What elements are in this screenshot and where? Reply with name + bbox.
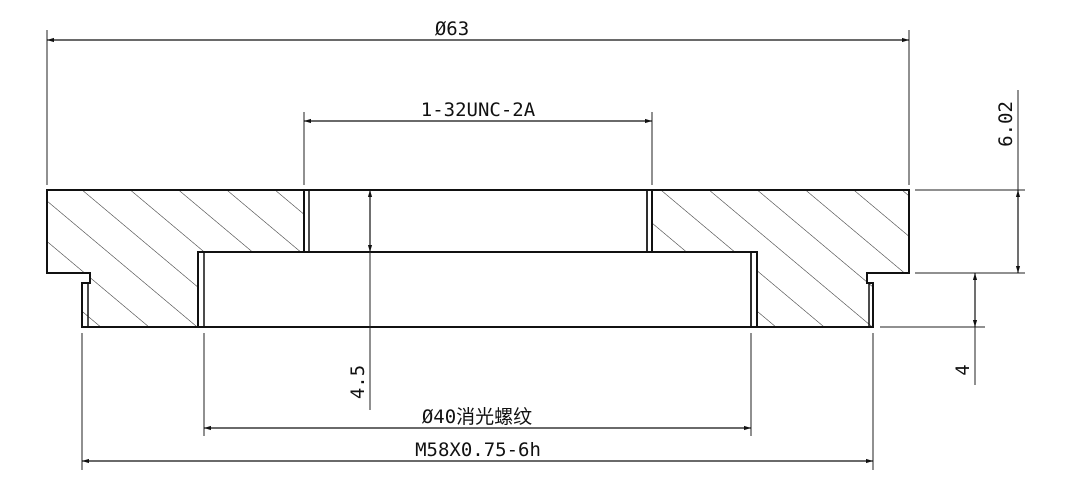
dimension-lines xyxy=(47,37,1021,464)
dim-outer-diameter: Ø63 xyxy=(435,18,469,40)
bore-outline xyxy=(198,189,757,328)
dim-total-height: 6.02 xyxy=(995,101,1017,147)
dim-thread-bottom: M58X0.75-6h xyxy=(415,439,541,461)
dim-inner-diameter: Ø40消光螺纹 xyxy=(422,406,532,428)
left-section xyxy=(46,189,310,328)
right-section xyxy=(646,189,910,328)
extension-lines xyxy=(46,30,1025,470)
dim-step-height: 4 xyxy=(952,364,974,375)
dim-thread-top: 1-32UNC-2A xyxy=(421,99,536,121)
dim-bore-depth: 4.5 xyxy=(347,365,369,399)
